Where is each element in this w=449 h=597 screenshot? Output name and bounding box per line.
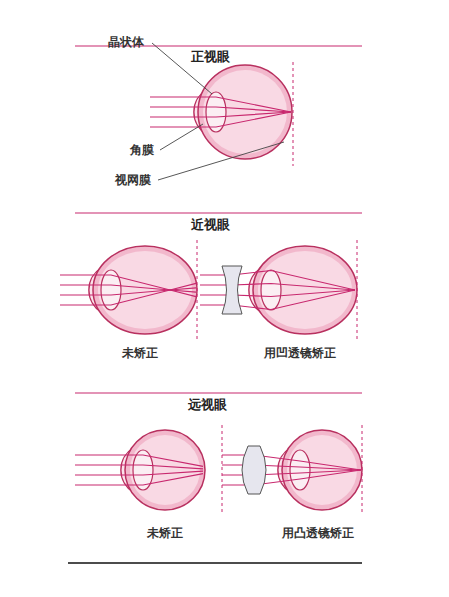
eyeball-inner (130, 435, 200, 505)
eyeball (125, 430, 205, 510)
crystalline-lens (101, 270, 121, 310)
section-title: 正视眼 (191, 50, 230, 64)
eyeball-inner (287, 435, 357, 505)
eyeball-inner (258, 251, 352, 329)
caption-label: 用凸透镜矫正 (282, 526, 354, 540)
caption-label: 未矫正 (122, 346, 158, 360)
retina-guide (357, 240, 358, 340)
light-ray (150, 112, 291, 127)
eyeball (253, 246, 357, 334)
part-name: 角膜 (130, 143, 154, 157)
section-title: 远视眼 (188, 398, 227, 412)
section-rules (75, 46, 362, 393)
retina-guide (293, 62, 294, 166)
light-ray (75, 471, 203, 475)
light-ray (200, 284, 355, 291)
leader-lines (152, 43, 284, 180)
concave-lens (222, 266, 242, 314)
light-ray (200, 271, 355, 291)
crystalline-lens (290, 450, 310, 490)
retina-guide (197, 240, 198, 340)
bottom-rule (68, 562, 362, 564)
caption-label: 未矫正 (147, 526, 183, 540)
part-name: 视网膜 (115, 173, 151, 187)
eyeball-inner (98, 251, 192, 329)
retina-guide (362, 425, 363, 515)
light-ray (150, 107, 291, 112)
light-ray (60, 283, 196, 305)
part-name: 晶状体 (108, 35, 144, 49)
light-ray (75, 474, 203, 485)
eyeball (93, 246, 197, 334)
section-title: 近视眼 (191, 218, 230, 232)
eyeball (198, 65, 292, 159)
eyes (60, 62, 362, 515)
light-ray (150, 97, 291, 112)
light-ray (60, 275, 196, 297)
convex-lens (242, 446, 266, 494)
light-ray (200, 290, 355, 310)
crystalline-lens (261, 270, 281, 310)
caption-label: 用凹透镜矫正 (264, 346, 336, 360)
light-ray (75, 465, 203, 469)
retina-guide (222, 425, 223, 515)
eyeball-inner (203, 70, 287, 154)
